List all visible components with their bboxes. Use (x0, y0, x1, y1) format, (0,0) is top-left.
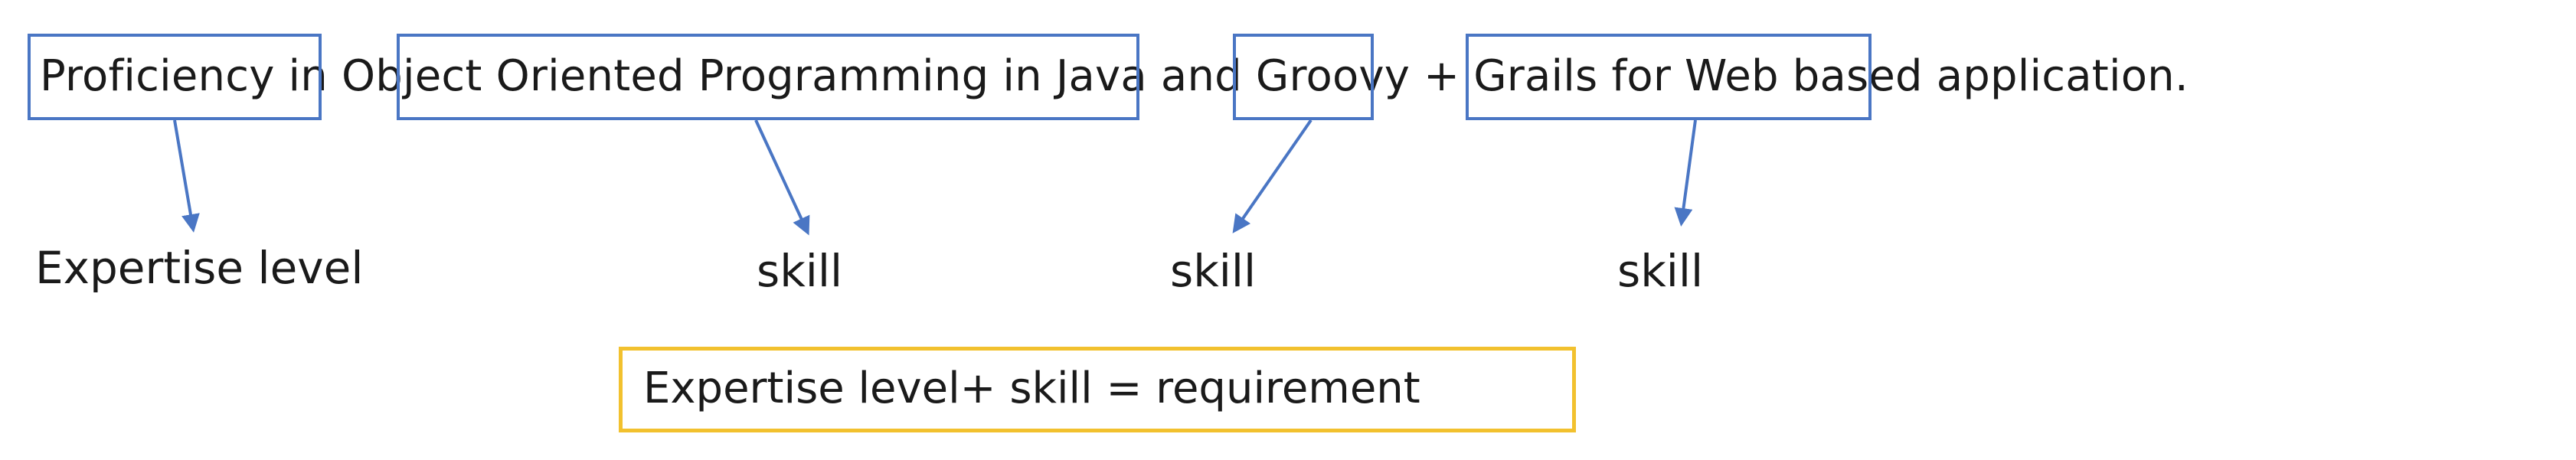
arrow-java-to-skill (1232, 119, 1313, 233)
highlight-box-proficiency (28, 34, 322, 120)
sentence-connector: and (1146, 51, 1256, 101)
arrow-groovy-to-skill (1674, 119, 1697, 227)
summary-box (619, 347, 1576, 432)
label-skill-groovy: skill (1617, 245, 1704, 297)
arrow-oop-to-skill (754, 119, 810, 236)
arrow-proficiency-to-expertise (173, 119, 200, 233)
highlight-box-java (1233, 34, 1374, 120)
sentence-term-groovy-grails: Groovy + Grails (1255, 51, 1598, 101)
summary-formula: Expertise level+ skill = requirement (643, 364, 1420, 413)
label-expertise-level: Expertise level (35, 242, 364, 294)
highlight-box-groovy-grails (1466, 34, 1872, 120)
sentence-term-proficiency: Proficiency (40, 51, 275, 101)
highlight-box-oop (397, 34, 1139, 120)
sentence-term-oop: Object Oriented Programming (342, 51, 989, 101)
sentence-tail: for Web based application. (1597, 51, 2189, 101)
source-sentence: Proficiency in Object Oriented Programmi… (40, 51, 2189, 103)
label-skill-java: skill (1170, 245, 1257, 297)
label-skill-oop: skill (757, 245, 843, 297)
sentence-term-java: Java (1055, 51, 1147, 101)
sentence-connector: in (989, 51, 1056, 101)
